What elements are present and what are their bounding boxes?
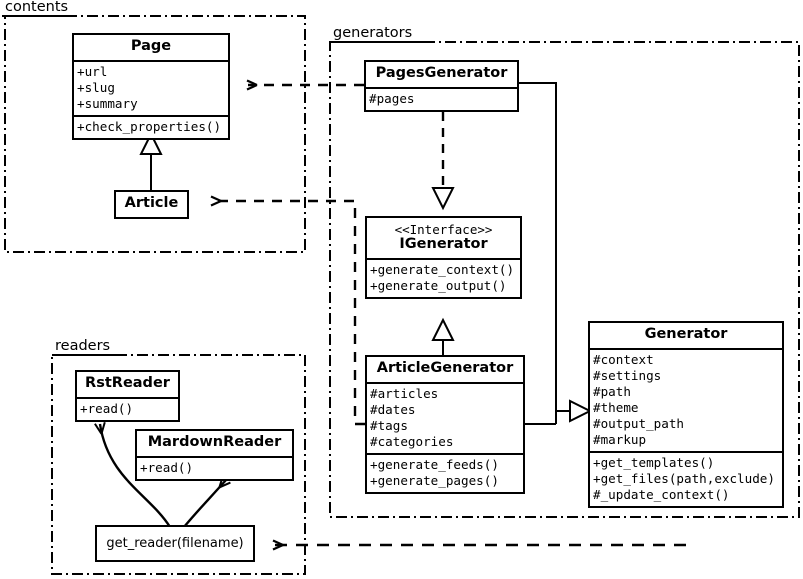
package-label-contents: contents (3, 0, 71, 15)
relation-articlegenerator-generalizes-igenerator (431, 317, 455, 355)
class-attributes-articlegenerator: #articles #dates #tags #categories (367, 381, 523, 453)
attribute-row: #theme (593, 399, 639, 415)
class-box-rstreader[interactable]: RstReader +read() (75, 370, 180, 422)
attribute-row: #tags (370, 417, 408, 433)
class-name-page: Page (130, 38, 172, 54)
function-name-get-reader: get_reader(filename) (106, 536, 244, 551)
attribute-row: +url (77, 63, 108, 79)
operation-row: +generate_output() (370, 277, 507, 293)
class-operations-rstreader: +read() (77, 396, 178, 420)
package-label-generators: generators (331, 25, 415, 41)
attribute-row: #markup (593, 431, 647, 447)
attribute-row: #context (593, 351, 654, 367)
relation-generators-generalize-generator (519, 82, 593, 425)
attribute-row: +slug (77, 79, 115, 95)
relation-getreader-to-rstreader (94, 421, 172, 528)
relation-articlegenerator-depends-article (210, 195, 365, 426)
class-stereotype-igenerator: <<Interface>> (394, 222, 493, 237)
class-operations-mardownreader: +read() (137, 455, 292, 479)
attribute-row: #path (593, 383, 631, 399)
class-name-articlegenerator: ArticleGenerator (376, 360, 514, 376)
relation-getreader-to-mardownreader (183, 475, 231, 528)
class-name-rstreader: RstReader (85, 375, 170, 391)
attribute-row: #output_path (593, 415, 684, 431)
relation-pagesgenerator-realizes-igenerator (431, 112, 455, 211)
operation-row: +read() (140, 459, 194, 475)
class-operations-articlegenerator: +generate_feeds() +generate_pages() (367, 452, 523, 492)
class-name-pagesgenerator: PagesGenerator (375, 65, 508, 81)
class-attributes-generator: #context #settings #path #theme #output_… (590, 347, 782, 451)
package-frame-contents (4, 15, 306, 253)
class-name-article: Article (124, 195, 179, 211)
attribute-row: #pages (369, 90, 415, 106)
class-attributes-pagesgenerator: #pages (366, 86, 517, 110)
operation-row: +check_properties() (77, 118, 222, 134)
class-box-pagesgenerator[interactable]: PagesGenerator #pages (364, 60, 519, 112)
class-name-igenerator: <<Interface>> IGenerator (367, 218, 520, 258)
class-box-page[interactable]: Page +url +slug +summary +check_properti… (72, 33, 230, 140)
operation-row: +get_templates() (593, 454, 715, 470)
package-label-readers: readers (53, 338, 113, 354)
operation-row: +generate_pages() (370, 472, 499, 488)
class-name-label-igenerator: IGenerator (399, 236, 488, 252)
attribute-row: #dates (370, 401, 416, 417)
class-name-mardownreader: MardownReader (147, 434, 282, 450)
class-operations-generator: +get_templates() +get_files(path,exclude… (590, 450, 782, 506)
class-operations-igenerator: +generate_context() +generate_output() (367, 257, 520, 297)
attribute-row: #settings (593, 367, 662, 383)
class-box-generator[interactable]: Generator #context #settings #path #them… (588, 321, 784, 508)
attribute-row: +summary (77, 95, 138, 111)
relation-article-generalizes-page (139, 131, 163, 190)
operation-row: +generate_context() (370, 261, 515, 277)
class-operations-page: +check_properties() (74, 114, 228, 138)
operation-row: +read() (80, 400, 134, 416)
function-box-get-reader[interactable]: get_reader(filename) (95, 525, 255, 562)
operation-row: #_update_context() (593, 486, 730, 502)
class-attributes-page: +url +slug +summary (74, 59, 228, 115)
class-box-mardownreader[interactable]: MardownReader +read() (135, 429, 294, 481)
attribute-row: #categories (370, 433, 454, 449)
operation-row: +get_files(path,exclude) (593, 470, 775, 486)
attribute-row: #articles (370, 385, 439, 401)
class-box-articlegenerator[interactable]: ArticleGenerator #articles #dates #tags … (365, 355, 525, 494)
class-box-article[interactable]: Article (114, 190, 189, 219)
class-name-generator: Generator (644, 326, 728, 342)
class-box-igenerator[interactable]: <<Interface>> IGenerator +generate_conte… (365, 216, 522, 299)
operation-row: +generate_feeds() (370, 456, 499, 472)
